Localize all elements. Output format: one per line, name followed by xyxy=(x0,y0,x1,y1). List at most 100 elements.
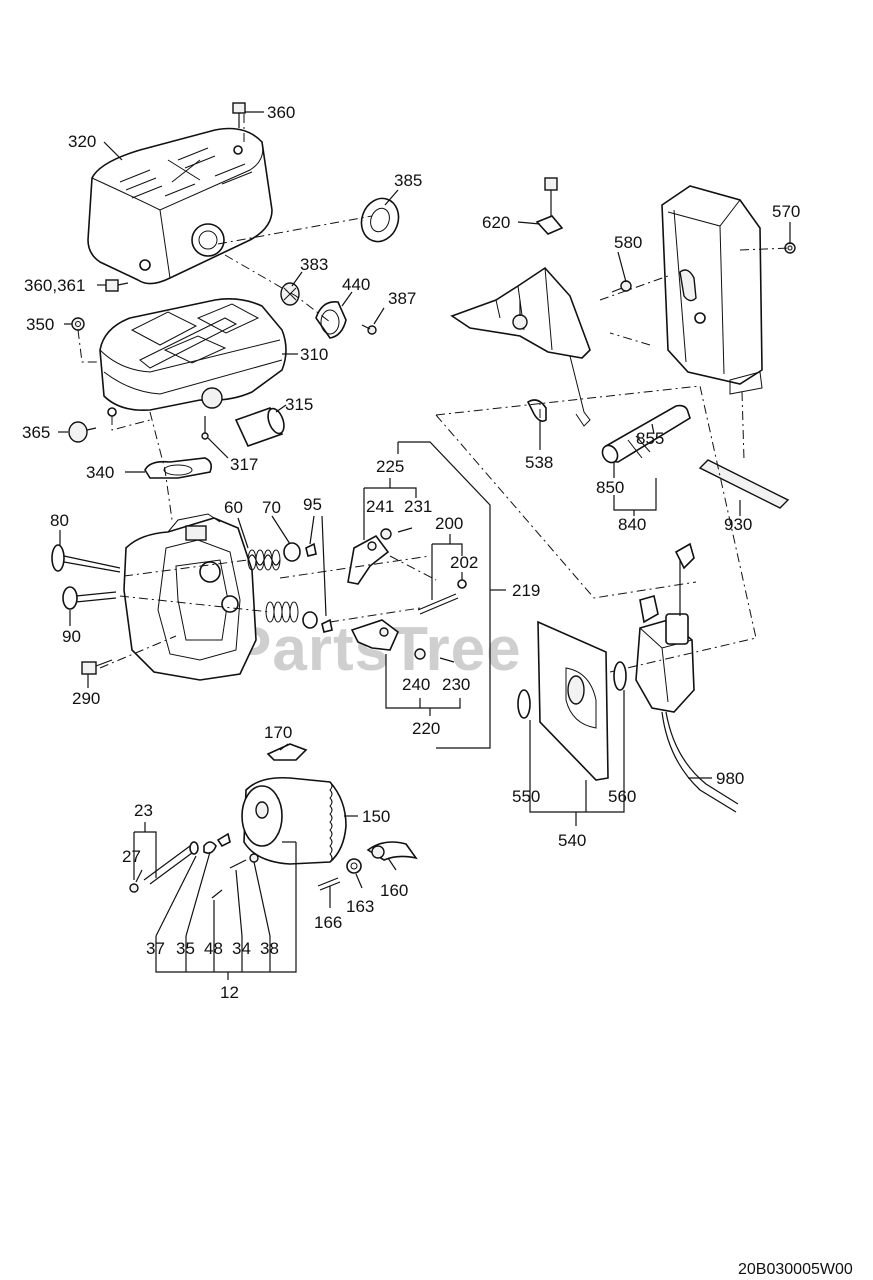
label-231: 231 xyxy=(404,497,432,516)
pin-34-illustration xyxy=(229,859,247,869)
strip-930-illustration xyxy=(698,459,790,509)
muffler-illustration xyxy=(99,298,287,417)
part-38-illustration xyxy=(249,853,259,863)
retainer-70b-illustration xyxy=(302,611,318,629)
label-317: 317 xyxy=(230,455,258,474)
gasket-550-illustration xyxy=(517,689,531,719)
screw-387-illustration xyxy=(361,324,377,335)
label-219: 219 xyxy=(512,581,540,600)
spring-60-illustration xyxy=(247,549,299,623)
label-12: 12 xyxy=(220,983,239,1002)
part-labels: 360 320 385 360,361 383 440 387 350 310 … xyxy=(22,103,800,1002)
cotter-95b-illustration xyxy=(321,618,333,633)
nut-241-illustration xyxy=(380,528,392,540)
assembly-dash-lines-muffler xyxy=(77,114,373,521)
label-80: 80 xyxy=(50,511,69,530)
cover-540-illustration xyxy=(537,620,609,781)
nut-350-illustration xyxy=(71,317,85,331)
rocker-arm-220-illustration xyxy=(350,619,399,651)
control-plate-illustration xyxy=(450,266,591,427)
label-360-361: 360,361 xyxy=(24,276,85,295)
label-315: 315 xyxy=(285,395,313,414)
part-27-illustration xyxy=(129,883,139,893)
assembly-dash-lines-head xyxy=(99,555,437,669)
retainer-70-illustration xyxy=(283,542,301,562)
label-34: 34 xyxy=(232,939,251,958)
label-930: 930 xyxy=(724,515,752,534)
label-340: 340 xyxy=(86,463,114,482)
valve-80-illustration xyxy=(51,544,121,573)
label-580: 580 xyxy=(614,233,642,252)
exhaust-pipe-315-illustration xyxy=(234,407,285,447)
pin-48-illustration xyxy=(211,889,223,899)
gasket-385-illustration xyxy=(360,197,400,243)
label-840: 840 xyxy=(618,515,646,534)
camshaft-gear-illustration xyxy=(241,776,347,865)
label-230: 230 xyxy=(442,675,470,694)
clip-538-illustration xyxy=(526,399,547,422)
plug-365-illustration xyxy=(68,421,97,443)
label-560: 560 xyxy=(608,787,636,806)
deflector-440-illustration xyxy=(315,301,347,339)
label-35: 35 xyxy=(176,939,195,958)
label-320: 320 xyxy=(68,132,96,151)
label-540: 540 xyxy=(558,831,586,850)
rocker-arm-225-illustration xyxy=(347,534,390,585)
bolt-361-illustration xyxy=(105,279,129,292)
shaft-23-illustration xyxy=(143,841,199,885)
label-225: 225 xyxy=(376,457,404,476)
label-383: 383 xyxy=(300,255,328,274)
part-163-illustration xyxy=(346,858,362,874)
label-310: 310 xyxy=(300,345,328,364)
label-23: 23 xyxy=(134,801,153,820)
label-350: 350 xyxy=(26,315,54,334)
bolt-360-illustration xyxy=(232,102,246,128)
label-163: 163 xyxy=(346,897,374,916)
label-850: 850 xyxy=(596,478,624,497)
label-48: 48 xyxy=(204,939,223,958)
label-855: 855 xyxy=(636,429,664,448)
label-160: 160 xyxy=(380,881,408,900)
clip-35-illustration xyxy=(203,841,217,854)
label-365: 365 xyxy=(22,423,50,442)
label-241: 241 xyxy=(366,497,394,516)
assembly-dash-lines-right xyxy=(435,247,791,673)
label-202: 202 xyxy=(450,553,478,572)
nut-240-illustration xyxy=(414,648,426,660)
muffler-cover-illustration xyxy=(87,127,273,285)
label-37: 37 xyxy=(146,939,165,958)
bolt-290-illustration xyxy=(81,659,113,675)
label-200: 200 xyxy=(435,514,463,533)
screw-580-illustration xyxy=(611,280,632,293)
leader-lines xyxy=(58,111,791,908)
label-385: 385 xyxy=(394,171,422,190)
label-70: 70 xyxy=(262,498,281,517)
bracket-620-illustration xyxy=(535,177,564,235)
label-570: 570 xyxy=(772,202,800,221)
blower-housing-illustration xyxy=(661,185,763,395)
cylinder-head-illustration xyxy=(123,513,257,681)
pin-166-illustration xyxy=(317,877,339,887)
label-38: 38 xyxy=(260,939,279,958)
label-95: 95 xyxy=(303,495,322,514)
label-550: 550 xyxy=(512,787,540,806)
label-90: 90 xyxy=(62,627,81,646)
clip-202-illustration xyxy=(457,579,467,589)
rocker-shaft-200-illustration xyxy=(417,593,457,611)
label-27: 27 xyxy=(122,847,141,866)
label-170: 170 xyxy=(264,723,292,742)
label-620: 620 xyxy=(482,213,510,232)
gasket-340-illustration xyxy=(144,457,212,479)
label-150: 150 xyxy=(362,807,390,826)
label-240: 240 xyxy=(402,675,430,694)
part-37-illustration xyxy=(216,832,231,848)
gasket-560-illustration xyxy=(613,661,627,691)
spark-arrester-383-illustration xyxy=(280,282,300,306)
group-brackets xyxy=(133,441,657,980)
valve-90-illustration xyxy=(62,586,117,610)
label-60: 60 xyxy=(224,498,243,517)
cotter-95-illustration xyxy=(305,542,317,557)
part-170-illustration xyxy=(266,743,308,761)
